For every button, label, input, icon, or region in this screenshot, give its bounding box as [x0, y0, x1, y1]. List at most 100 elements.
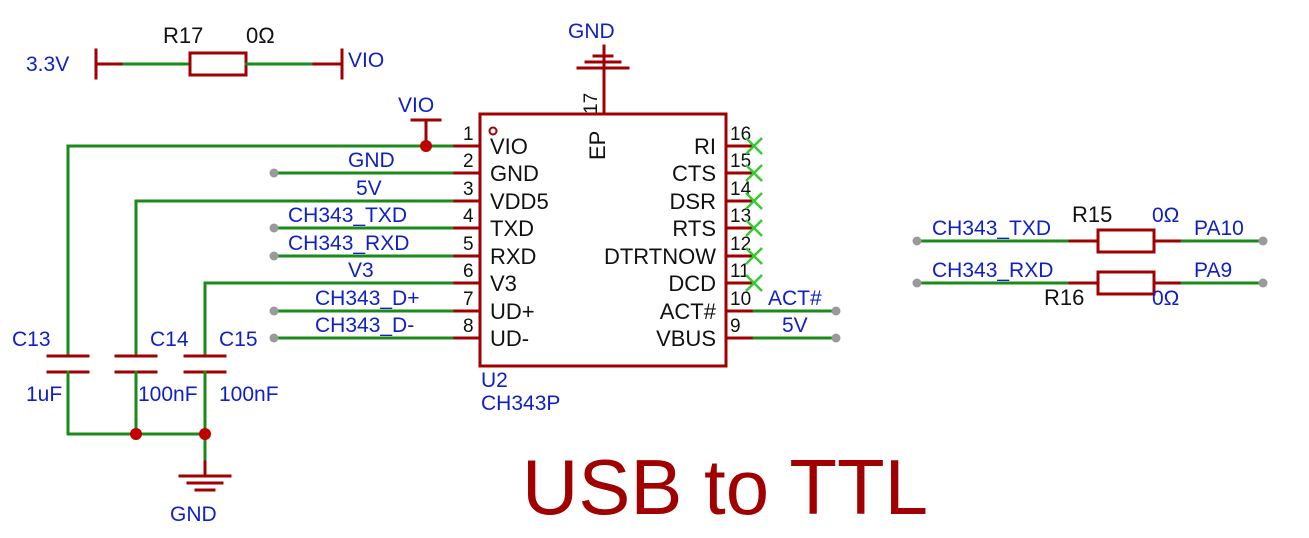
net-label: 5V: [356, 177, 382, 200]
vio-link: 3.3V R17 0Ω VIO: [26, 23, 384, 80]
net-label: PA10: [1194, 217, 1244, 240]
pin-name: ACT#: [660, 299, 717, 324]
pin-name: CTS: [672, 161, 716, 186]
pin-number: 5: [463, 234, 474, 255]
pin-name: VDD5: [490, 189, 549, 214]
capacitor-ref: C13: [12, 328, 51, 351]
r16-resistor: [1096, 270, 1156, 296]
net-label: PA9: [1194, 259, 1232, 282]
vio-power-symbol: VIO: [398, 94, 442, 148]
vio-power-label: VIO: [398, 94, 434, 117]
capacitor-value: 1uF: [26, 383, 62, 406]
chip-pin: 16 RI: [694, 124, 751, 159]
pin-name: GND: [490, 161, 539, 186]
chip-pin: 4 TXD: [463, 206, 534, 241]
net-endpoint: [1258, 236, 1268, 246]
pin-number: 12: [730, 234, 751, 255]
pin-name: RI: [694, 134, 716, 159]
chip-pin: 7 UD+: [463, 289, 535, 324]
chip-pin: 11 DCD: [668, 261, 749, 296]
chip-ref: U2: [481, 369, 508, 392]
pin-name: V3: [490, 271, 517, 296]
net-endpoint: [269, 306, 279, 316]
junction-dot: [199, 428, 211, 440]
pin-number: 4: [463, 206, 474, 227]
capacitor-value: 100nF: [138, 383, 198, 406]
ground-bus: [66, 428, 211, 464]
net-label: CH343_TXD: [932, 217, 1051, 240]
capacitor-c15: C15 100nF: [183, 328, 279, 436]
chip-pin: 8 UD-: [463, 316, 529, 351]
no-connect-marks: [745, 137, 763, 292]
gnd-symbol-top: GND: [568, 20, 630, 116]
chip-u2: EP 17 U2 CH343P: [478, 93, 728, 415]
pin-number: 10: [730, 289, 751, 310]
chip-left-pins: 1 VIO 2 GND 3 VDD5 4 TXD 5 RXD 6 V3 7 UD…: [450, 124, 549, 351]
junction-dot: [420, 140, 432, 152]
net-endpoint: [269, 223, 279, 233]
pin-number: 8: [463, 316, 474, 337]
capacitor-ref: C15: [219, 328, 258, 351]
pin-name: DSR: [670, 189, 716, 214]
net-label: ACT#: [768, 287, 822, 310]
r17-value: 0Ω: [246, 23, 275, 48]
net-endpoint: [269, 251, 279, 261]
pin-name: RTS: [672, 216, 716, 241]
pin-name: DCD: [668, 271, 716, 296]
chip-part: CH343P: [481, 392, 560, 415]
net-label: CH343_D+: [315, 287, 419, 310]
net-label: V3: [348, 259, 374, 282]
pin-number: 16: [730, 124, 751, 145]
serial-link-r15: CH343_TXD R15 0Ω PA10: [912, 202, 1268, 254]
pin-number: 1: [463, 124, 474, 145]
chip-body: [478, 112, 728, 368]
net-label: CH343_RXD: [932, 259, 1053, 282]
chip-pin: 10 ACT#: [660, 289, 751, 324]
pin-number: 15: [730, 151, 751, 172]
chip-pin: 3 VDD5: [463, 179, 549, 214]
pin1-marker: [488, 126, 498, 136]
pin-name: DTRTNOW: [604, 244, 716, 269]
chip-ep-label: EP: [585, 131, 610, 160]
vio-link-output-label: VIO: [348, 49, 384, 72]
chip-pin: 5 RXD: [463, 234, 536, 269]
r15-resistor: [1096, 228, 1156, 254]
net-endpoint: [831, 306, 841, 316]
capacitor-value: 100nF: [219, 383, 279, 406]
sheet-title: USB to TTL: [522, 443, 928, 531]
r17-ref: R17: [163, 23, 203, 48]
resistor-value: 0Ω: [1152, 287, 1179, 310]
gnd-bottom-label: GND: [170, 503, 217, 526]
net-endpoint: [269, 333, 279, 343]
net-label: CH343_TXD: [288, 204, 407, 227]
pin-number: 13: [730, 206, 751, 227]
resistor-ref: R16: [1044, 285, 1084, 310]
chip-pin: 9 VBUS: [656, 316, 741, 351]
net-label: CH343_D-: [315, 314, 414, 337]
pin-number: 3: [463, 179, 474, 200]
serial-link-r16: CH343_RXD R16 0Ω PA9: [912, 259, 1268, 310]
chip-pin: 2 GND: [463, 151, 539, 186]
net-label: GND: [348, 149, 395, 172]
pin-name: VIO: [490, 134, 528, 159]
gnd-symbol-bottom: GND: [170, 460, 232, 526]
junction-dot: [130, 428, 142, 440]
resistor-value: 0Ω: [1152, 204, 1179, 227]
capacitor-ref: C14: [150, 328, 189, 351]
chip-pin: 6 V3: [463, 261, 517, 296]
chip-pin: 13 RTS: [672, 206, 751, 241]
chip-ep-number: 17: [581, 93, 602, 114]
left-nets: GND 5V CH343_TXD CH343_RXD V3 CH343_D+ C…: [66, 140, 454, 358]
gnd-top-label: GND: [568, 20, 615, 43]
pin-name: TXD: [490, 216, 534, 241]
net-endpoint: [912, 278, 922, 288]
pin-number: 2: [463, 151, 474, 172]
pin-name: RXD: [490, 244, 536, 269]
net-endpoint: [912, 236, 922, 246]
net-endpoint: [831, 333, 841, 343]
chip-pin: 1 VIO: [463, 124, 528, 159]
chip-pin: 15 CTS: [672, 151, 751, 186]
pin-name: UD-: [490, 326, 529, 351]
net-label: CH343_RXD: [288, 232, 409, 255]
